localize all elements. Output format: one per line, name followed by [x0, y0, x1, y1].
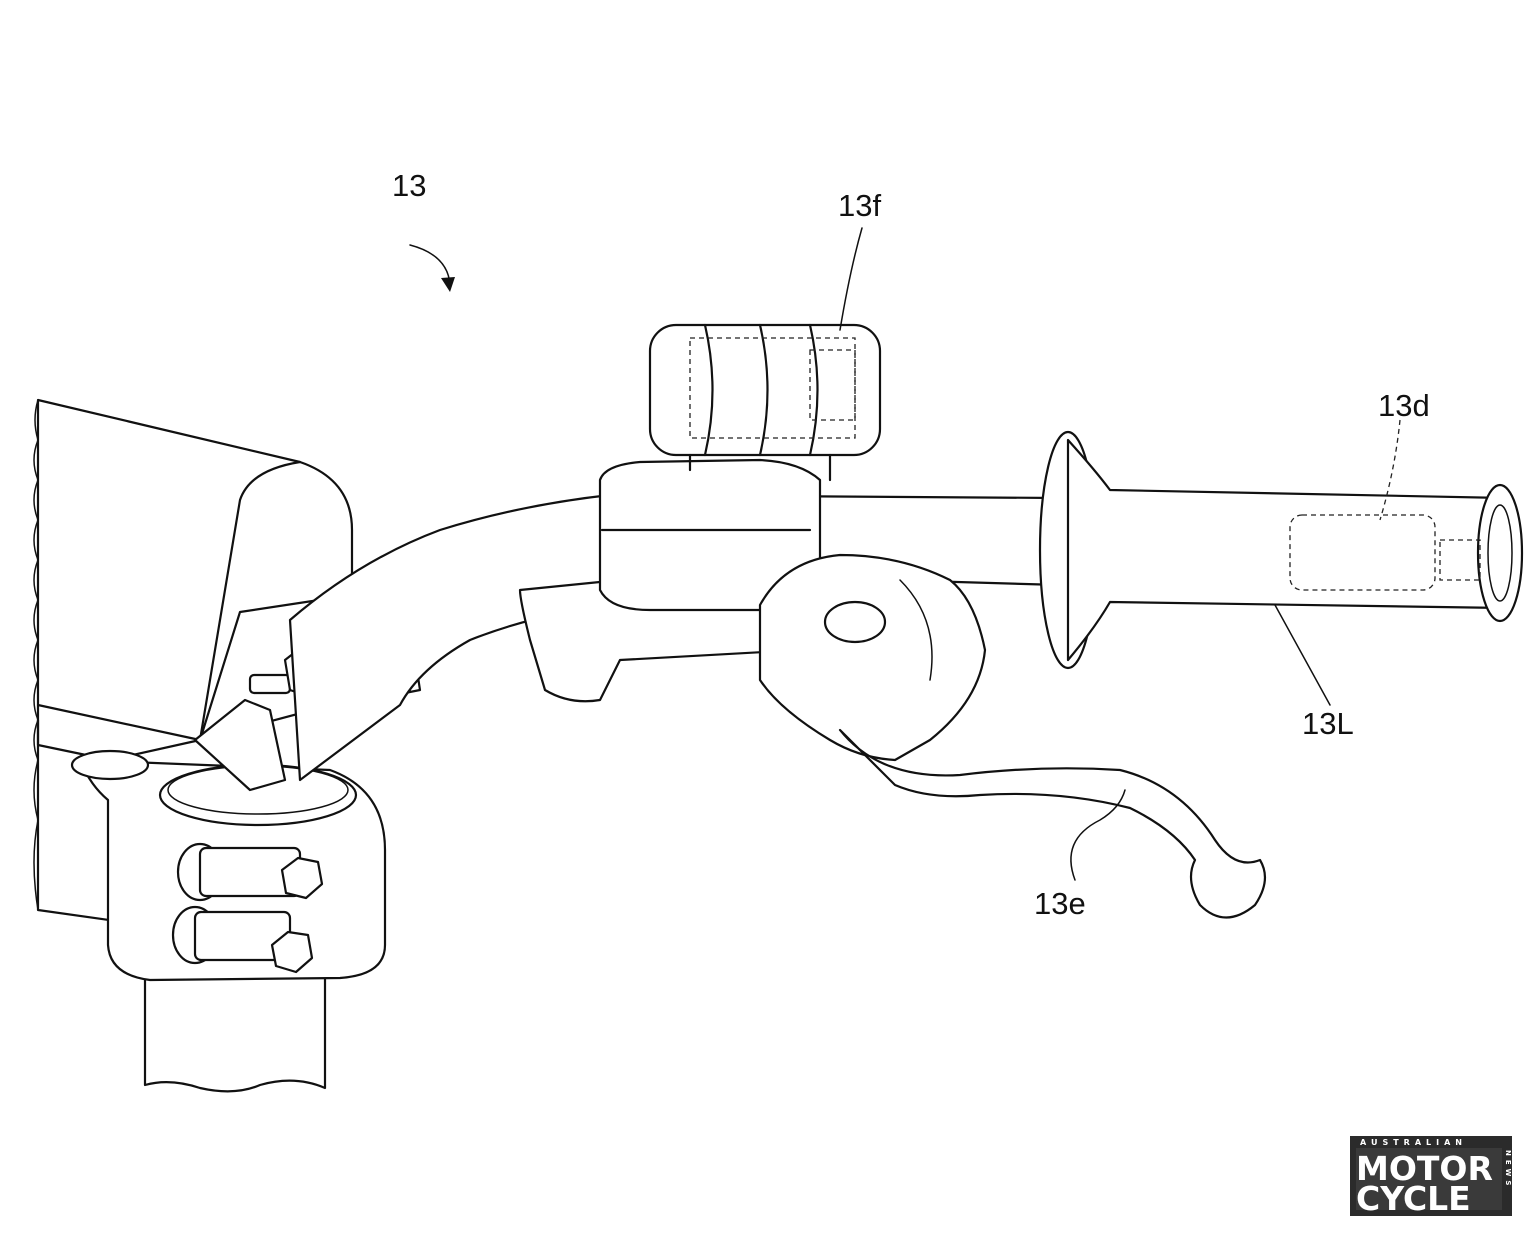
leader-lines: [409, 227, 1401, 881]
label-13f: 13f: [838, 188, 881, 223]
label-13: 13: [392, 168, 426, 203]
logo-motor-text: MOTOR: [1356, 1149, 1493, 1188]
master-cylinder: [518, 458, 837, 703]
brake-lever: [758, 553, 1267, 919]
label-13e: 13e: [1034, 886, 1086, 921]
logo-top-text: AUSTRALIAN: [1360, 1138, 1467, 1147]
grip: [1038, 430, 1524, 670]
bolt-upper: [176, 842, 324, 902]
label-13L: 13L: [1302, 706, 1354, 741]
label-13d: 13d: [1378, 388, 1430, 423]
logo-side-text: NEWS: [1504, 1150, 1512, 1189]
bolt-lower: [171, 905, 314, 974]
amcn-logo: AUSTRALIAN MOTOR CYCLE NEWS: [1350, 1136, 1512, 1218]
switch-unit: [648, 323, 882, 482]
fork-tube: [143, 948, 327, 1093]
logo-cycle-text: CYCLE: [1356, 1179, 1471, 1218]
